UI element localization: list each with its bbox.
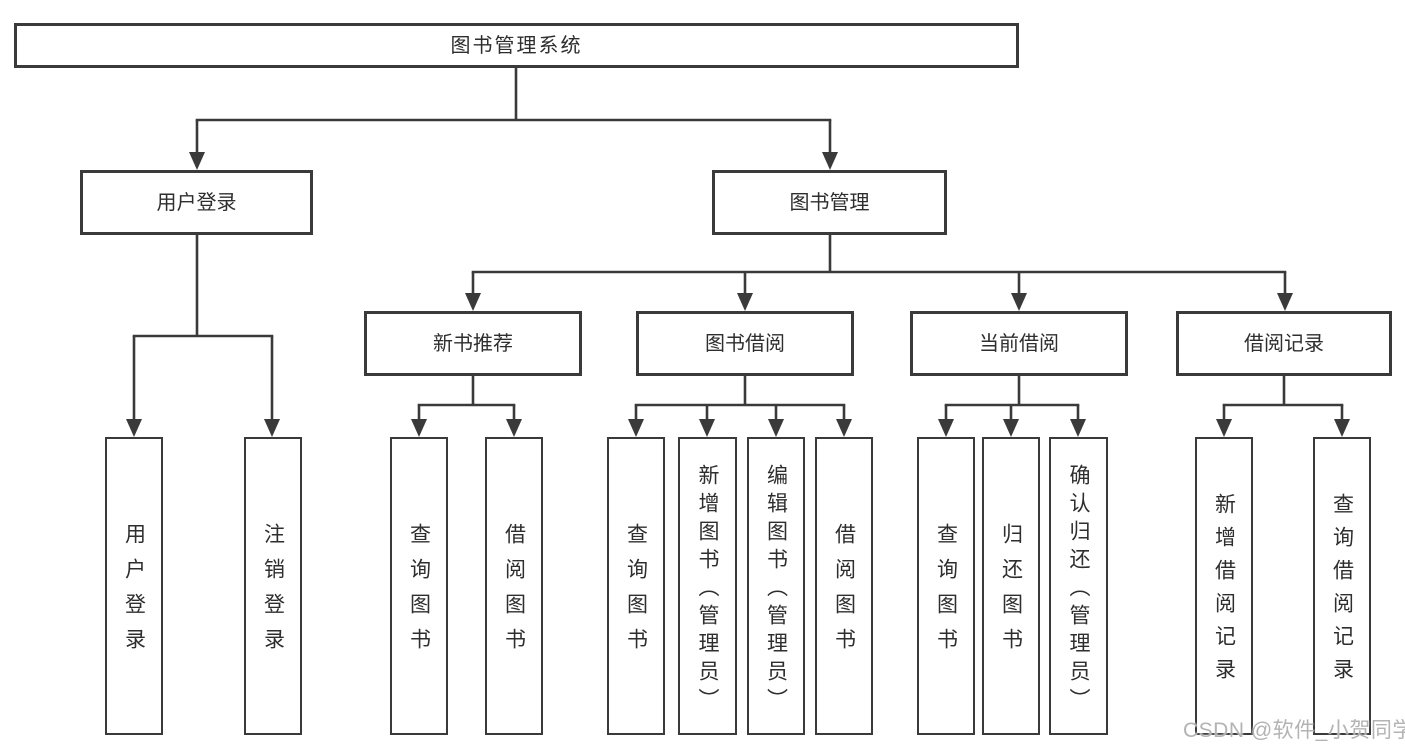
arrowhead bbox=[628, 419, 644, 437]
node-borrowing-records: 借阅记录 bbox=[1176, 311, 1392, 376]
arrowhead bbox=[411, 419, 427, 437]
node-label: 新增图书（管理员） bbox=[696, 463, 719, 716]
leaf-query-borrow-record: 查询借阅记录 bbox=[1313, 437, 1371, 735]
node-label: 借阅图书 bbox=[502, 523, 526, 663]
node-label: 当前借阅 bbox=[979, 332, 1059, 355]
leaf-add-borrow-record: 新增借阅记录 bbox=[1195, 437, 1253, 735]
node-label: 查询图书 bbox=[624, 523, 648, 663]
leaf-return-book: 归还图书 bbox=[982, 437, 1040, 735]
node-book-management: 图书管理 bbox=[712, 170, 947, 235]
node-book-borrowing: 图书借阅 bbox=[636, 311, 854, 376]
leaf-borrow-books: 借阅图书 bbox=[815, 437, 873, 735]
node-label: 用户登录 bbox=[122, 523, 146, 663]
node-library-management-system: 图书管理系统 bbox=[14, 23, 1019, 68]
leaf-add-book-admin: 新增图书（管理员） bbox=[678, 437, 737, 735]
arrowhead bbox=[768, 419, 784, 437]
node-label: 查询图书 bbox=[934, 523, 958, 663]
arrowhead bbox=[1003, 419, 1019, 437]
node-label: 借阅记录 bbox=[1244, 332, 1324, 355]
node-label: 新书推荐 bbox=[433, 332, 513, 355]
node-label: 图书借阅 bbox=[705, 332, 785, 355]
node-label: 新增借阅记录 bbox=[1212, 493, 1236, 691]
leaf-query-books-recommend: 查询图书 bbox=[390, 437, 448, 735]
node-label: 用户登录 bbox=[156, 191, 237, 214]
node-label: 图书管理系统 bbox=[450, 34, 583, 57]
leaf-logout: 注销登录 bbox=[244, 437, 302, 735]
arrowhead bbox=[1011, 293, 1027, 311]
node-label: 确认归还（管理员） bbox=[1067, 463, 1090, 716]
node-label: 归还图书 bbox=[999, 523, 1023, 663]
node-label: 借阅图书 bbox=[832, 523, 856, 663]
arrowhead bbox=[506, 419, 522, 437]
arrowhead bbox=[737, 293, 753, 311]
leaf-user-login: 用户登录 bbox=[105, 437, 163, 735]
node-new-book-recommend: 新书推荐 bbox=[364, 311, 582, 376]
arrowhead bbox=[126, 419, 142, 437]
arrowhead bbox=[1334, 419, 1350, 437]
leaf-confirm-return-admin: 确认归还（管理员） bbox=[1049, 437, 1108, 735]
arrowhead bbox=[822, 152, 838, 170]
leaf-query-books-borrow: 查询图书 bbox=[607, 437, 665, 735]
arrowhead bbox=[465, 293, 481, 311]
node-current-borrowing: 当前借阅 bbox=[910, 311, 1128, 376]
arrowhead bbox=[1216, 419, 1232, 437]
arrowhead bbox=[836, 419, 852, 437]
arrowhead bbox=[699, 419, 715, 437]
node-label: 注销登录 bbox=[261, 523, 285, 663]
node-label: 查询借阅记录 bbox=[1330, 493, 1354, 691]
leaf-borrow-books-recommend: 借阅图书 bbox=[485, 437, 543, 735]
leaf-edit-book-admin: 编辑图书（管理员） bbox=[747, 437, 805, 735]
arrowhead bbox=[1070, 419, 1086, 437]
node-label: 编辑图书（管理员） bbox=[764, 463, 788, 716]
node-label: 查询图书 bbox=[407, 523, 431, 663]
node-user-login: 用户登录 bbox=[80, 170, 313, 235]
node-label: 图书管理 bbox=[789, 191, 870, 214]
arrowhead bbox=[1277, 293, 1293, 311]
arrowhead bbox=[938, 419, 954, 437]
arrowhead bbox=[264, 419, 280, 437]
leaf-query-books-current: 查询图书 bbox=[917, 437, 975, 735]
csdn-watermark: CSDN @软件_小贺同学 bbox=[1183, 719, 1405, 742]
arrowhead bbox=[189, 152, 205, 170]
